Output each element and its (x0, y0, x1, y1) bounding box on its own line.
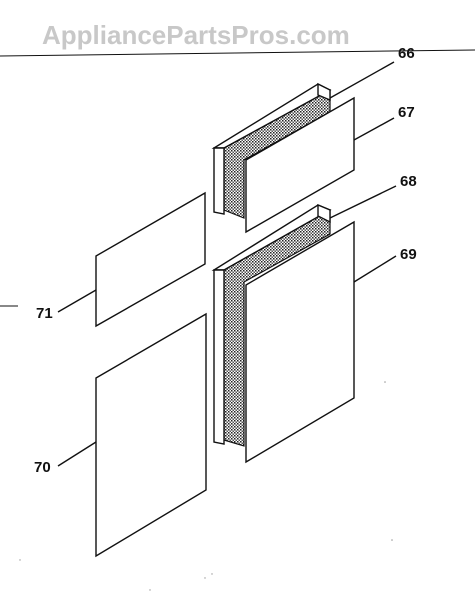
part-70-large-panel (95, 312, 207, 558)
callout-70: 70 (34, 459, 51, 476)
part-67-upper-panel (245, 96, 355, 234)
leader-68 (329, 185, 397, 219)
callout-69: 69 (400, 246, 417, 263)
leader-67 (353, 117, 395, 141)
part-68-lower-frame (211, 203, 332, 447)
leader-69 (353, 255, 397, 283)
leader-66 (329, 61, 395, 99)
scan-speckles (19, 381, 393, 591)
watermark-text: AppliancePartsPros.com (42, 20, 350, 50)
callout-66: 66 (398, 45, 415, 62)
callout-67: 67 (398, 104, 415, 121)
part-71-small-panel (95, 191, 206, 328)
part-69-lower-panel (245, 220, 355, 464)
leader-70 (57, 441, 97, 467)
leader-71 (57, 289, 97, 313)
top-rule (0, 49, 475, 57)
part-66-upper-frame (211, 82, 332, 219)
callout-68: 68 (400, 173, 417, 190)
callout-71: 71 (36, 305, 53, 322)
